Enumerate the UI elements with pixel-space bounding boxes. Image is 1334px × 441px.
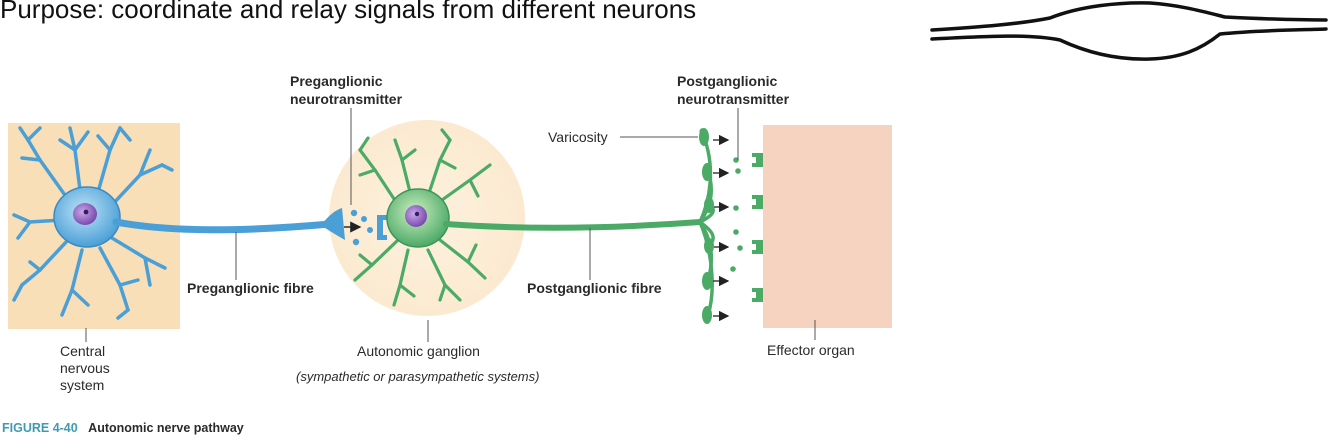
effector-organ-region [763, 125, 892, 328]
preganglionic-vesicle [367, 227, 373, 233]
postganglionic-nucleolus [414, 211, 420, 217]
label-varicosity: Varicosity [548, 129, 608, 145]
label-preganglionic-fibre: Preganglionic fibre [187, 280, 314, 296]
postganglionic-nucleus [405, 205, 427, 227]
heading-text: Purpose: coordinate and relay signals fr… [0, 0, 696, 24]
postganglionic-vesicle [730, 266, 736, 272]
postganglionic-vesicle [737, 245, 743, 251]
postganglionic-vesicle [733, 205, 739, 211]
varicosity-swelling [702, 272, 712, 290]
label-cns-line2: nervous [60, 360, 110, 376]
postganglionic-vesicle [733, 157, 739, 163]
preganglionic-vesicle [352, 238, 360, 246]
postganglionic-neuron [353, 128, 763, 324]
preganglionic-vesicle [350, 209, 358, 217]
preganglionic-neuron [12, 126, 387, 320]
label-autonomic-ganglion: Autonomic ganglion [357, 343, 480, 359]
label-preganglionic-neurotransmitter-line2: neurotransmitter [290, 91, 403, 107]
effector-receptor [752, 195, 763, 209]
varicosity-swelling [699, 128, 709, 146]
effector-receptor [752, 288, 763, 302]
preganglionic-dendrites [12, 126, 174, 320]
figure-caption: FIGURE 4-40 Autonomic nerve pathway [2, 419, 244, 436]
postganglionic-axon [443, 219, 703, 231]
caption-title: Autonomic nerve pathway [88, 421, 244, 435]
effector-receptor [752, 153, 763, 167]
label-postganglionic-neurotransmitter-line2: neurotransmitter [677, 91, 790, 107]
effector-receptors [752, 153, 763, 302]
postganglionic-dendrites [353, 128, 492, 307]
release-arrows [713, 134, 730, 322]
preganglionic-axon [112, 218, 334, 234]
label-postganglionic-neurotransmitter-line1: Postganglionic [677, 73, 778, 89]
preganglionic-nucleolus [83, 209, 89, 215]
caption-number: FIGURE 4-40 [2, 421, 78, 435]
effector-receptor [752, 240, 763, 254]
preganglionic-axon-terminal [322, 208, 345, 240]
label-ganglion-note: (sympathetic or parasympathetic systems) [296, 369, 539, 384]
label-preganglionic-neurotransmitter-line1: Preganglionic [290, 73, 383, 89]
varicosity-swelling [704, 238, 714, 254]
preganglionic-receptor [377, 215, 387, 240]
postganglionic-vesicle [733, 229, 739, 235]
varicosity-swelling [704, 197, 714, 213]
label-effector-organ: Effector organ [767, 342, 855, 358]
label-cns-line3: system [60, 377, 104, 393]
hand-drawn-varicosity-sketch [930, 1, 1328, 61]
postganglionic-vesicle [735, 168, 741, 174]
leader-lines [85, 108, 816, 342]
label-postganglionic-fibre: Postganglionic fibre [527, 280, 662, 296]
label-cns-line1: Central [60, 343, 105, 359]
varicosity-swelling [702, 306, 712, 324]
postganglionic-vesicles [730, 157, 743, 272]
preganglionic-vesicle [361, 216, 367, 222]
varicosities [699, 128, 714, 324]
varicosity-swelling [702, 163, 712, 181]
